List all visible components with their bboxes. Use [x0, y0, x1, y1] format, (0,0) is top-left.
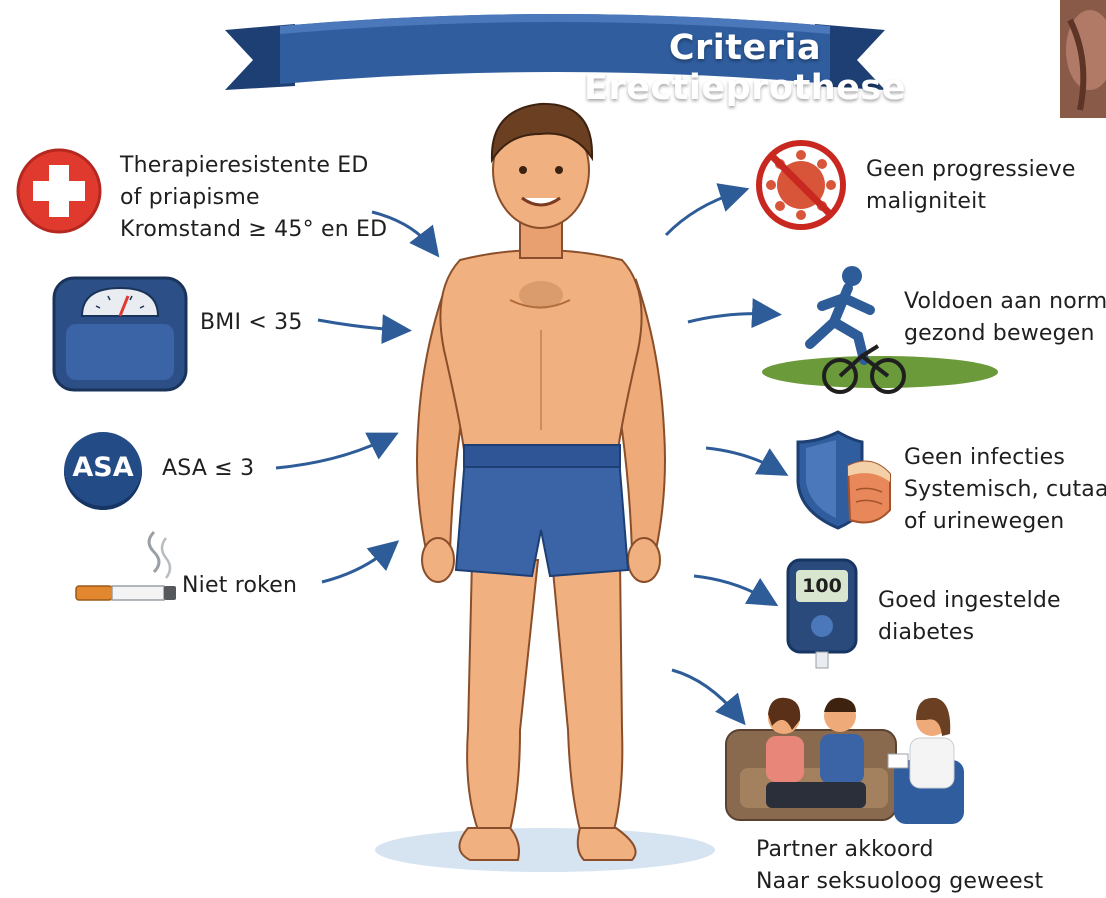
- glucose-meter-icon: 100: [784, 558, 860, 669]
- criterion-line: Geen infecties: [904, 445, 1066, 470]
- criterion-line: Therapieresistente ED: [120, 153, 369, 178]
- title-banner: Criteria Erectieprothese: [225, 8, 905, 108]
- criterion-line: diabetes: [878, 620, 975, 645]
- arrow-left-4: [321, 540, 400, 584]
- criterion-exercise: Voldoen aan norm gezond bewegen: [904, 286, 1106, 350]
- criterion-no-smoking: Niet roken: [182, 570, 297, 602]
- criterion-line: of urinewegen: [904, 509, 1065, 534]
- page-title: Criteria Erectieprothese: [584, 28, 906, 108]
- criterion-line: maligniteit: [866, 189, 987, 214]
- arrow-right-3: [705, 446, 789, 476]
- criterion-line: Naar seksuoloog geweest: [756, 869, 1044, 894]
- criterion-line: of priapisme: [120, 185, 260, 210]
- cigarette-icon: [75, 530, 176, 601]
- arrow-left-2: [317, 314, 412, 345]
- criterion-diabetes: Goed ingestelde diabetes: [878, 585, 1061, 649]
- criterion-line: Partner akkoord: [756, 837, 934, 862]
- scale-icon: [52, 276, 188, 392]
- criterion-line: ASA ≤ 3: [162, 456, 255, 481]
- criterion-line: Kromstand ≥ 45° en ED: [120, 217, 388, 242]
- asa-badge-icon: ASA: [64, 432, 142, 510]
- shield-skin-icon: [796, 430, 891, 530]
- asa-badge-text: ASA: [72, 452, 134, 483]
- photo-fragment: [1060, 0, 1106, 118]
- criterion-asa: ASA ≤ 3: [162, 453, 254, 485]
- couple-counseling-icon: [725, 697, 964, 824]
- criterion-partner-sexologist: Partner akkoord Naar seksuoloog geweest: [756, 834, 1043, 898]
- meter-reading: 100: [802, 575, 842, 597]
- running-cycling-icon: [762, 266, 998, 394]
- criterion-no-malignancy: Geen progressieve maligniteit: [866, 154, 1076, 218]
- arrow-right-5: [671, 668, 746, 726]
- arrow-right-4: [693, 574, 779, 607]
- no-malignancy-icon: [756, 140, 846, 230]
- criterion-line: Niet roken: [182, 573, 298, 598]
- criterion-line: Geen progressieve: [866, 157, 1076, 182]
- criterion-line: gezond bewegen: [904, 321, 1095, 346]
- arrow-right-1: [664, 183, 750, 237]
- medical-cross-icon: [16, 148, 102, 234]
- criterion-line: BMI < 35: [200, 310, 303, 335]
- arrow-right-2: [687, 298, 782, 329]
- criterion-no-infections: Geen infecties Systemisch, cutaan of uri…: [904, 442, 1106, 538]
- arrow-left-1: [371, 210, 440, 258]
- criterion-bmi: BMI < 35: [200, 307, 303, 339]
- criterion-line: Systemisch, cutaan: [904, 477, 1106, 502]
- man-figure: [375, 102, 715, 872]
- criterion-line: Goed ingestelde: [878, 588, 1061, 613]
- criterion-line: Voldoen aan norm: [904, 289, 1106, 314]
- criterion-therapy-resistant-ed: Therapieresistente ED of priapisme Kroms…: [120, 150, 387, 246]
- arrow-left-3: [275, 432, 399, 470]
